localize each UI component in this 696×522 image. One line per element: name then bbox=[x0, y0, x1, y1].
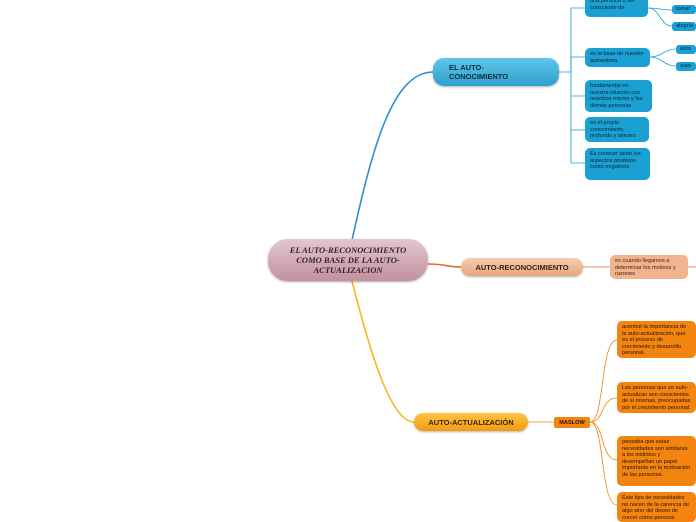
subtopic-text: acentuó la importancia de la auto-actual… bbox=[622, 324, 687, 357]
branch-autoactualizacion-label: AUTO-ACTUALIZACIÓN bbox=[428, 417, 514, 427]
subtopic-autoconocimiento-4[interactable]: es el propio conocimiento, profundo y si… bbox=[585, 117, 649, 142]
leaf-text: alegría bbox=[676, 23, 694, 29]
branch-autoactualizacion[interactable]: AUTO-ACTUALIZACIÓN bbox=[414, 413, 528, 431]
subtopic-autoactualizacion-1[interactable]: acentuó la importancia de la auto-actual… bbox=[617, 321, 696, 358]
subtopic-text: Este tipo de necesidades no nacen de la … bbox=[622, 495, 690, 521]
subtopic-text: es la base de nuestro autoestima bbox=[590, 51, 644, 64]
central-topic[interactable]: EL AUTO-RECONOCIMIENTO COMO BASE DE LA A… bbox=[268, 239, 428, 281]
leaf-text: auto bbox=[680, 46, 691, 52]
subtopic-autoconocimiento-2[interactable]: es la base de nuestro autoestima bbox=[585, 48, 650, 67]
leaf-alegria[interactable]: alegría bbox=[672, 22, 696, 31]
subtopic-text: es cuando llegamos a determinar los moti… bbox=[615, 258, 676, 278]
subtopic-autoreconocimiento-1[interactable]: es cuando llegamos a determinar los moti… bbox=[610, 255, 688, 279]
central-topic-label: EL AUTO-RECONOCIMIENTO COMO BASE DE LA A… bbox=[289, 245, 407, 275]
subtopic-text: es el propio conocimiento, profundo y si… bbox=[590, 120, 637, 140]
subtopic-autoactualizacion-2[interactable]: Las personas que se auto-actualizan son … bbox=[617, 382, 696, 413]
branch-autoreconocimiento-label: AUTO-RECONOCIMIENTO bbox=[475, 262, 569, 272]
leaf-auto-1[interactable]: auto bbox=[676, 45, 696, 54]
branch-autoconocimiento[interactable]: EL AUTO- CONOCIMIENTO bbox=[433, 58, 559, 86]
subtopic-text: Es conocer tanto los aspectos positivos … bbox=[590, 151, 641, 171]
leaf-text: auto bbox=[680, 63, 691, 69]
subtopic-autoconocimiento-1[interactable]: una persona o ser consciente de bbox=[585, 0, 648, 17]
subtopic-autoconocimiento-3[interactable]: fundamental en nuestra relación con noso… bbox=[585, 80, 652, 112]
subtopic-text: pensaba que estas necesidades son simila… bbox=[622, 439, 691, 478]
branch-autoconocimiento-label: EL AUTO- CONOCIMIENTO bbox=[449, 63, 509, 81]
subtopic-text: una persona o ser consciente de bbox=[590, 0, 636, 11]
leaf-tomar[interactable]: tomar bbox=[672, 5, 696, 14]
leaf-text: tomar bbox=[676, 6, 691, 12]
subtopic-autoactualizacion-4[interactable]: Este tipo de necesidades no nacen de la … bbox=[617, 492, 696, 522]
maslow-label: MASLOW bbox=[559, 419, 585, 426]
subtopic-text: Las personas que se auto-actualizan son … bbox=[622, 385, 691, 411]
branch-autoreconocimiento[interactable]: AUTO-RECONOCIMIENTO bbox=[461, 258, 583, 276]
subtopic-autoactualizacion-3[interactable]: pensaba que estas necesidades son simila… bbox=[617, 436, 696, 486]
maslow-node[interactable]: MASLOW bbox=[554, 417, 590, 428]
leaf-auto-2[interactable]: auto bbox=[676, 62, 696, 71]
subtopic-text: fundamental en nuestra relación con noso… bbox=[590, 83, 643, 109]
subtopic-autoconocimiento-5[interactable]: Es conocer tanto los aspectos positivos … bbox=[585, 148, 650, 180]
